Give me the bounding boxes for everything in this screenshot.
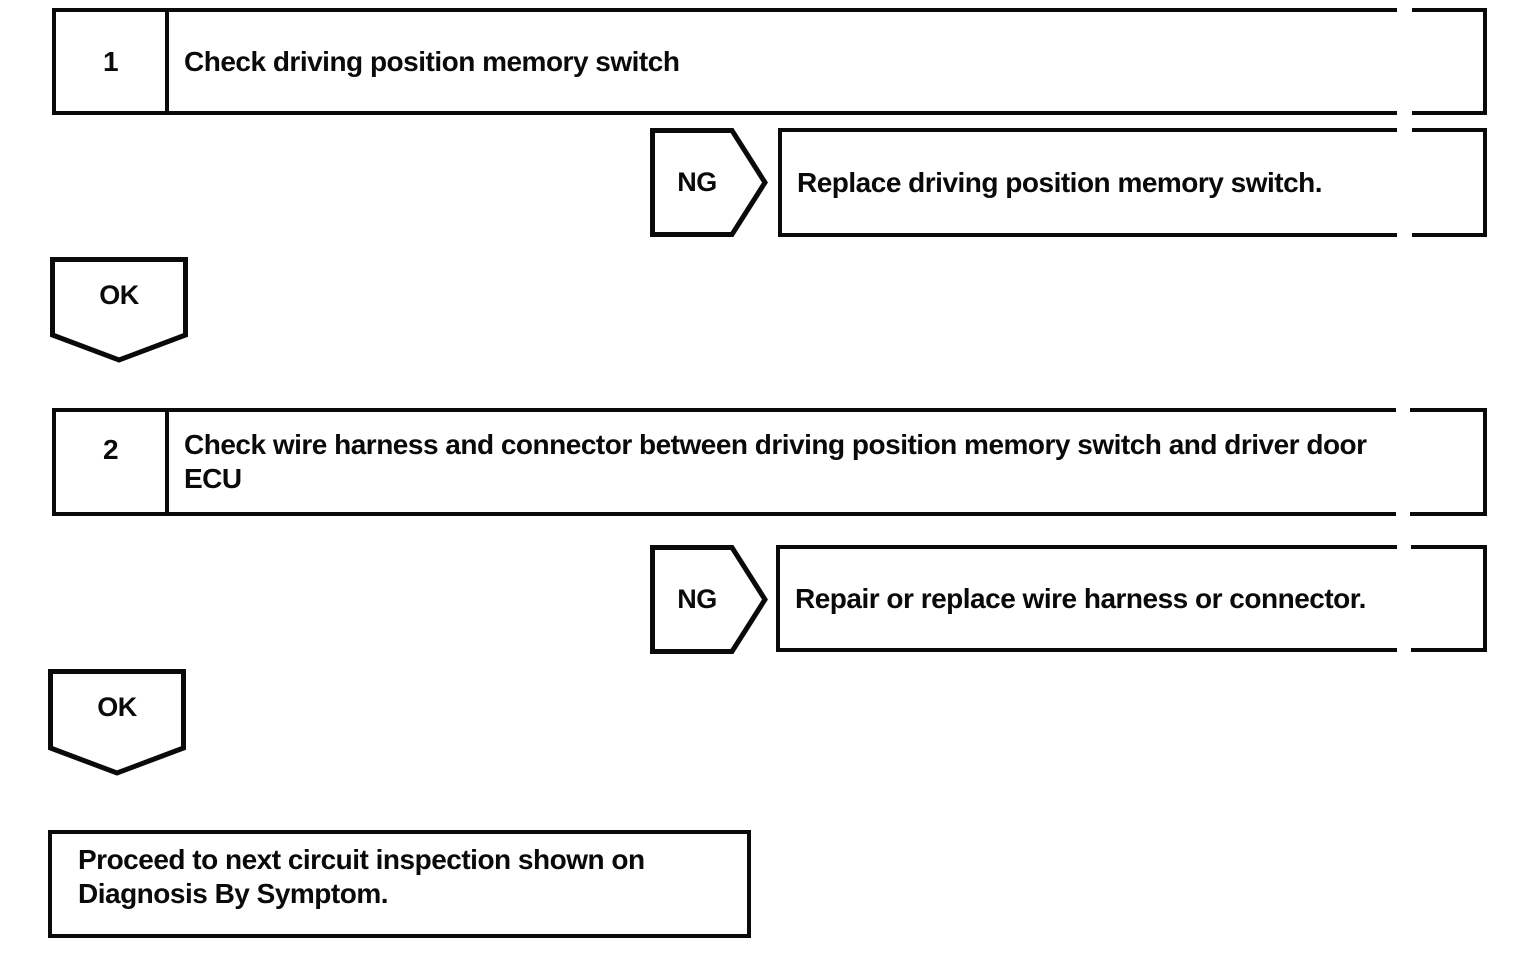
ng-pentagon-shape xyxy=(650,128,768,237)
step-1-ok-label: OK xyxy=(99,279,139,310)
step-1-ng-connector: NG xyxy=(650,128,768,237)
step-2-number: 2 xyxy=(56,412,169,512)
step-1-number: 1 xyxy=(56,12,169,111)
ok-pentagon-shape xyxy=(48,669,186,776)
scan-gap-artifact xyxy=(1397,126,1412,135)
step-2-ng-action-box: Repair or replace wire harness or connec… xyxy=(776,545,1487,652)
ng-pentagon-shape xyxy=(650,545,768,654)
scan-gap-artifact xyxy=(1397,230,1412,240)
ok-pentagon-shape xyxy=(50,257,188,363)
scan-gap-artifact xyxy=(1396,509,1410,519)
step-2-ok-label: OK xyxy=(97,691,137,722)
scan-gap-artifact xyxy=(1397,543,1411,552)
step-1-ng-label: NG xyxy=(677,167,717,197)
step-1-ng-action-box: Replace driving position memory switch. xyxy=(778,128,1487,237)
scan-gap-artifact xyxy=(1397,645,1411,655)
step-1-title: Check driving position memory switch xyxy=(184,45,680,77)
step-2-ng-label: NG xyxy=(677,584,717,614)
step-2-title-cell: Check wire harness and connector between… xyxy=(169,412,1483,512)
scan-gap-artifact xyxy=(1396,406,1410,415)
step-1-box: 1 Check driving position memory switch xyxy=(52,8,1487,115)
step-2-ok-connector: OK xyxy=(48,669,186,776)
step-1-ok-connector: OK xyxy=(50,257,188,363)
step-2-title: Check wire harness and connector between… xyxy=(184,429,1367,494)
step-2-ng-action-text: Repair or replace wire harness or connec… xyxy=(795,582,1366,614)
scan-gap-artifact xyxy=(1397,6,1412,15)
step-2-box: 2 Check wire harness and connector betwe… xyxy=(52,408,1487,516)
step-1-title-cell: Check driving position memory switch xyxy=(169,12,1483,111)
final-action-box: Proceed to next circuit inspection shown… xyxy=(48,830,751,938)
step-2-ng-connector: NG xyxy=(650,545,768,654)
step-1-ng-action-text: Replace driving position memory switch. xyxy=(797,166,1323,198)
final-action-text: Proceed to next circuit inspection shown… xyxy=(78,844,645,909)
scan-gap-artifact xyxy=(1397,108,1412,118)
